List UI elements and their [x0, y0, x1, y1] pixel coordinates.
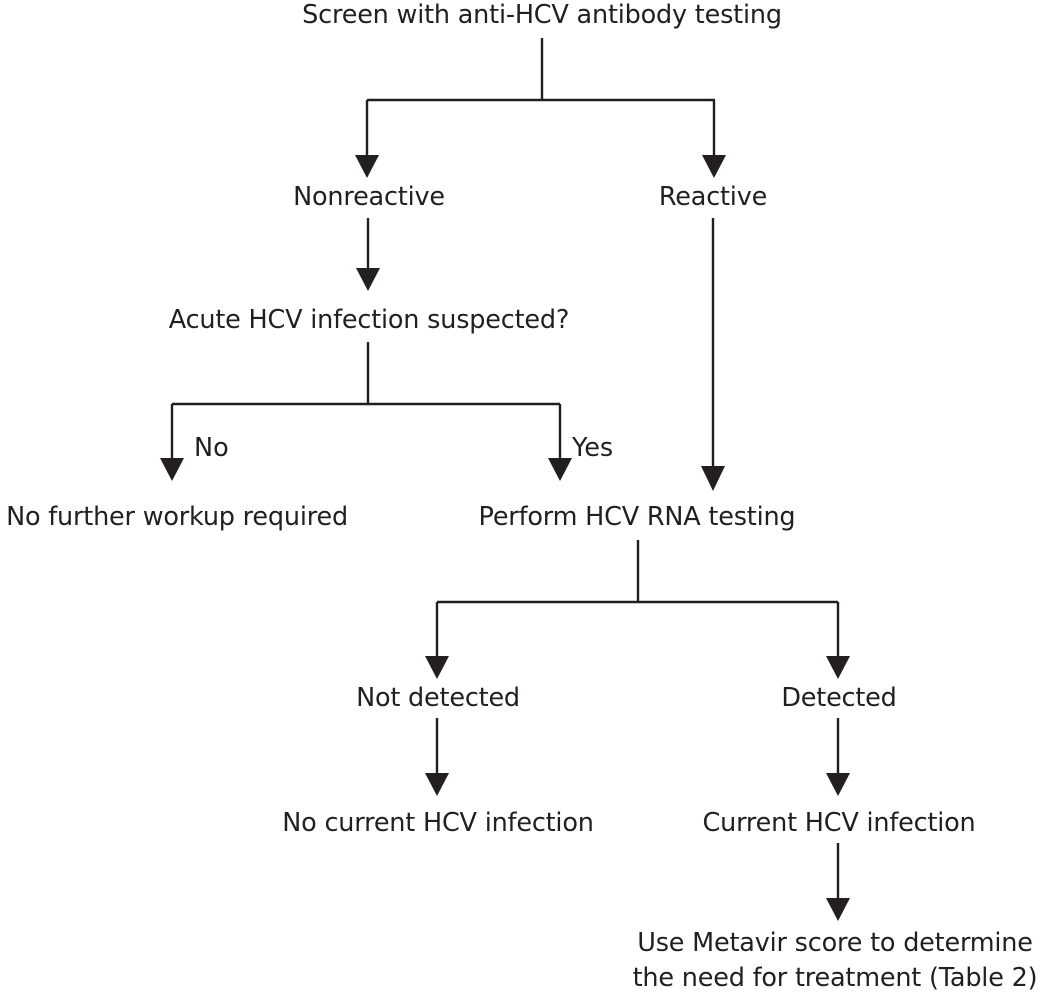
arrowhead-acute: [356, 268, 380, 291]
node-current-hcv-infection: Current HCV infection: [703, 808, 976, 838]
connector-detected-to-current: [826, 718, 850, 796]
arrowhead-no-current-infection: [425, 773, 449, 796]
arrowhead-not-detected: [425, 656, 449, 679]
connector-rna-fork: [425, 540, 850, 679]
node-reactive: Reactive: [659, 182, 767, 212]
node-perform-hcv-rna-testing: Perform HCV RNA testing: [479, 502, 796, 532]
arrowhead-reactive-rna: [701, 466, 725, 491]
node-metavir-score-line2: the need for treatment (Table 2): [633, 963, 1038, 993]
edge-label-no: No: [194, 433, 229, 463]
arrowhead-current-infection: [826, 773, 850, 796]
node-acute-infection-suspected: Acute HCV infection suspected?: [169, 305, 569, 335]
arrowhead-reactive: [702, 155, 726, 178]
arrowhead-yes: [548, 458, 572, 481]
connector-screen-fork: [355, 38, 726, 178]
node-no-current-hcv-infection: No current HCV infection: [282, 808, 593, 838]
node-metavir-score-line1: Use Metavir score to determine: [637, 928, 1033, 958]
connector-current-to-metavir: [826, 843, 850, 921]
arrowhead-nonreactive: [355, 155, 379, 178]
edge-label-yes: Yes: [571, 433, 613, 463]
connector-nonreactive-to-acute: [356, 218, 380, 291]
connector-reactive-to-rna: [701, 218, 725, 491]
node-no-further-workup: No further workup required: [6, 502, 348, 532]
node-not-detected: Not detected: [356, 683, 520, 713]
arrowhead-no: [160, 458, 184, 481]
arrowhead-detected: [826, 656, 850, 679]
node-nonreactive: Nonreactive: [293, 182, 445, 212]
arrowhead-metavir: [826, 898, 850, 921]
node-screen-antibody-testing: Screen with anti-HCV antibody testing: [302, 0, 782, 30]
connector-acute-fork: [160, 342, 572, 481]
connector-notdetected-to-nocurrent: [425, 718, 449, 796]
node-detected: Detected: [781, 683, 896, 713]
